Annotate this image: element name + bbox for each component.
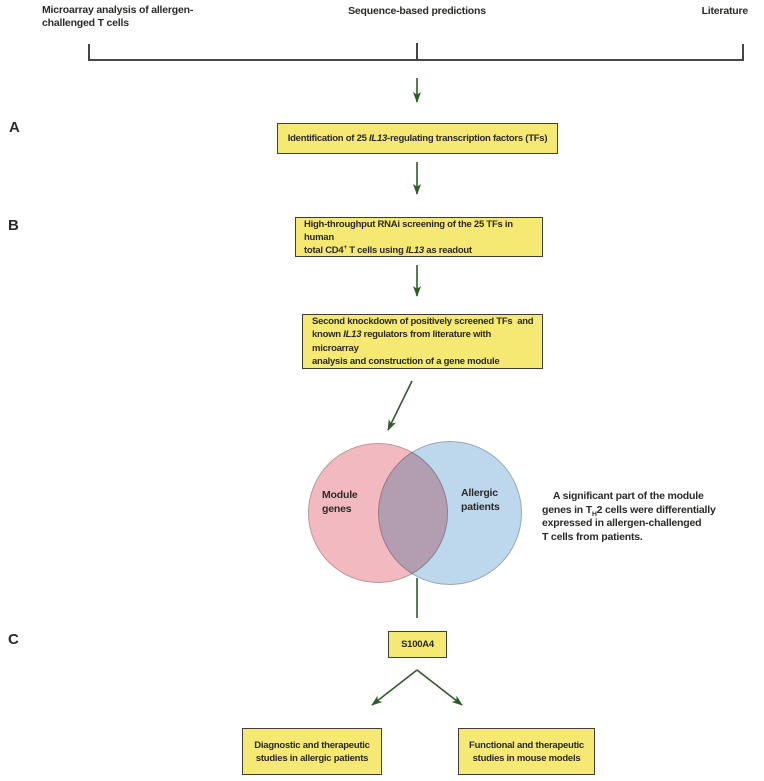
- screening-box-text: High-throughput RNAi screening of the 25…: [304, 218, 516, 256]
- venn-diagram: [300, 435, 535, 590]
- s100a4-box-text: S100A4: [401, 639, 434, 650]
- source-label-sequence: Sequence-based predictions: [317, 5, 517, 18]
- panel-label-c: C: [8, 631, 19, 648]
- knockdown-box-text: Second knockdown of positively screened …: [312, 315, 534, 368]
- source-label-microarray: Microarray analysis of allergen-challeng…: [42, 4, 193, 30]
- screening-box: High-throughput RNAi screening of the 25…: [295, 217, 543, 257]
- panel-label-a: A: [9, 119, 20, 136]
- source-label-sequence-text: Sequence-based predictions: [348, 5, 486, 17]
- s100a4-box: S100A4: [388, 631, 447, 658]
- panel-label-b: B: [8, 217, 19, 234]
- venn-circle-allergic-patients: [378, 441, 522, 585]
- arrow-s100a4-to-functional: [416, 669, 463, 706]
- identification-box-text: Identification of 25 IL13-regulating tra…: [287, 133, 548, 144]
- arrow-knockdown-to-venn: [387, 380, 413, 431]
- source-label-literature-text: Literature: [701, 5, 749, 17]
- arrow-s100a4-to-diagnostic: [371, 669, 418, 706]
- identification-box: Identification of 25 IL13-regulating tra…: [277, 123, 558, 154]
- source-label-literature: Literature: [701, 5, 749, 18]
- source-bracket-connector: [88, 43, 744, 61]
- knockdown-box: Second knockdown of positively screened …: [302, 314, 543, 369]
- source-label-microarray-text: Microarray analysis of allergen-challeng…: [42, 4, 194, 29]
